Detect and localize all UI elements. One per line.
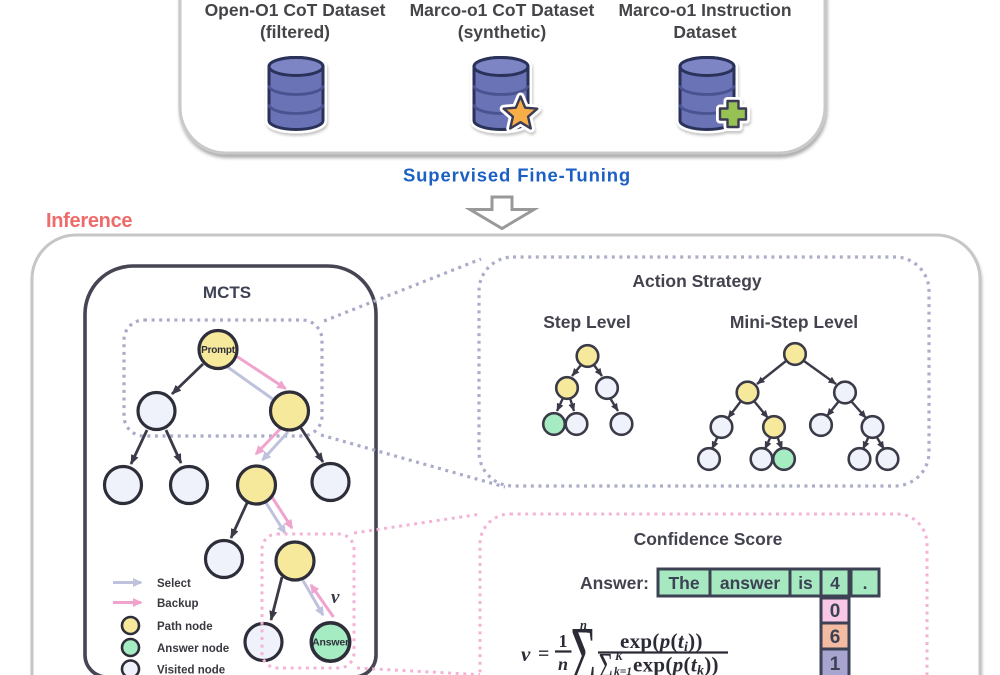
- svg-text:Backup: Backup: [157, 598, 199, 610]
- svg-text:answer: answer: [720, 573, 780, 593]
- svg-text:Confidence Score: Confidence Score: [634, 529, 783, 549]
- svg-text:Select: Select: [157, 578, 191, 590]
- svg-text:Marco-o1 CoT Dataset: Marco-o1 CoT Dataset: [410, 0, 595, 20]
- svg-text:Answer:: Answer:: [580, 573, 649, 593]
- svg-text:Answer node: Answer node: [157, 643, 229, 655]
- svg-text:exp(p(tk)): exp(p(tk)): [633, 653, 719, 675]
- svg-text:Inference: Inference: [46, 210, 132, 232]
- svg-text:Answer: Answer: [312, 637, 349, 649]
- svg-text:Dataset: Dataset: [673, 22, 736, 42]
- svg-text:n: n: [580, 618, 587, 632]
- svg-text:MCTS: MCTS: [203, 283, 251, 302]
- svg-text:K: K: [614, 651, 624, 663]
- svg-text:Path node: Path node: [157, 621, 213, 633]
- svg-text:Action Strategy: Action Strategy: [632, 271, 762, 291]
- svg-text:k=1: k=1: [614, 666, 632, 675]
- svg-text:6: 6: [830, 627, 841, 648]
- svg-text:n: n: [558, 654, 568, 674]
- svg-text:Step Level: Step Level: [543, 312, 631, 332]
- svg-text:Prompt: Prompt: [201, 345, 236, 356]
- svg-text:1: 1: [559, 631, 568, 651]
- svg-text:exp(p(ti)): exp(p(ti)): [620, 629, 703, 655]
- svg-text:1: 1: [830, 654, 841, 675]
- svg-text:v: v: [331, 587, 340, 608]
- svg-text:Visited node: Visited node: [157, 665, 225, 675]
- svg-text:0: 0: [830, 601, 841, 622]
- svg-text:=: =: [538, 643, 549, 665]
- svg-text:is: is: [798, 573, 813, 593]
- svg-text:.: .: [863, 573, 868, 593]
- svg-text:Open-O1 CoT Dataset: Open-O1 CoT Dataset: [205, 0, 386, 20]
- svg-text:∑: ∑: [599, 648, 613, 675]
- svg-text:4: 4: [830, 573, 840, 593]
- svg-text:∑: ∑: [570, 616, 596, 675]
- svg-text:(filtered): (filtered): [260, 22, 330, 42]
- svg-text:Marco-o1 Instruction: Marco-o1 Instruction: [618, 0, 791, 20]
- svg-text:(synthetic): (synthetic): [458, 22, 546, 42]
- svg-text:Supervised Fine-Tuning: Supervised Fine-Tuning: [403, 165, 631, 186]
- svg-text:Mini-Step Level: Mini-Step Level: [730, 312, 858, 332]
- svg-text:v: v: [521, 642, 531, 666]
- svg-text:The: The: [668, 573, 699, 593]
